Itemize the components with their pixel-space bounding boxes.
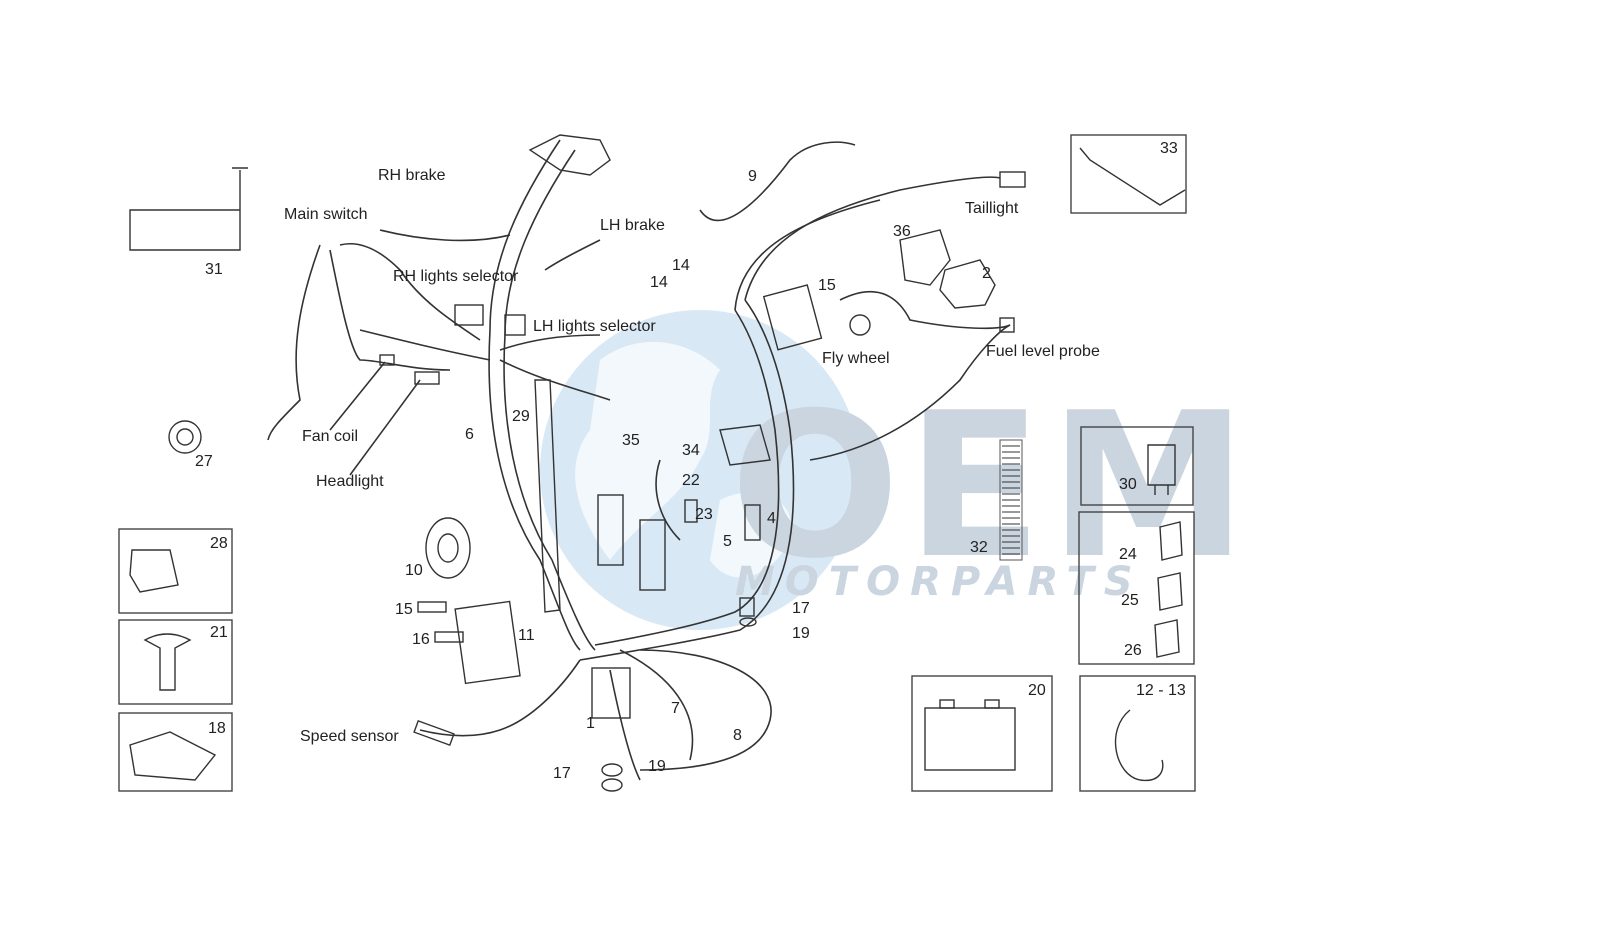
sticker-32-icon [999, 439, 1023, 561]
main-harness [267, 139, 1011, 781]
speed-sensor-icon [413, 719, 455, 747]
callout-18: 18 [208, 720, 226, 737]
fuse-24-icon [1159, 521, 1183, 561]
fuse-26-icon [1154, 619, 1180, 658]
component-1-icon [591, 667, 631, 719]
callout-36: 36 [893, 223, 911, 240]
callout-35: 35 [622, 432, 640, 449]
callout-34: 34 [682, 442, 700, 459]
box-12-13 [1079, 675, 1196, 792]
callout-7: 7 [671, 700, 680, 717]
callout-4: 4 [767, 510, 776, 527]
watermark: OEM MOTORPARTS [540, 310, 1254, 630]
diode-4-icon [744, 504, 761, 541]
fuel-probe-connector-icon [999, 317, 1015, 333]
voltage-regulator-11-icon [454, 600, 521, 685]
watermark-subtitle: MOTORPARTS [735, 559, 1143, 605]
callout-5: 5 [723, 533, 732, 550]
taillight-connector-icon [999, 171, 1026, 188]
clip-18-icon [129, 731, 217, 781]
label-headlight: Headlight [316, 473, 384, 490]
battery-20-icon [924, 707, 1016, 771]
relay-30-icon [1147, 444, 1176, 495]
plate-29-icon [534, 379, 561, 613]
callout-17a: 17 [792, 600, 810, 617]
cable-33-icon [1079, 147, 1186, 206]
callout-16: 16 [412, 631, 430, 648]
callout-26: 26 [1124, 642, 1142, 659]
callout-19b: 19 [648, 758, 666, 775]
callout-22: 22 [682, 472, 700, 489]
callout-29: 29 [512, 408, 530, 425]
gasket-36-icon [899, 229, 951, 286]
headlight-connector-icon [414, 371, 440, 385]
label-lh-lights-selector: LH lights selector [533, 318, 656, 335]
box-18 [118, 712, 233, 792]
bolt-16-icon [434, 631, 464, 643]
ignition-coil-2-icon [939, 259, 996, 309]
relay-28-icon [129, 549, 179, 593]
callout-9: 9 [748, 168, 757, 185]
callout-25: 25 [1121, 592, 1139, 609]
label-taillight: Taillight [965, 200, 1019, 217]
label-rh-lights-selector: RH lights selector [393, 268, 519, 285]
watermark-globe-icon [540, 310, 860, 630]
label-rh-brake: RH brake [378, 167, 446, 184]
callout-20: 20 [1028, 682, 1046, 699]
callout-14b: 14 [650, 274, 668, 291]
horn-10-icon [425, 517, 471, 579]
label-speed-sensor: Speed sensor [300, 728, 399, 745]
callout-17b: 17 [553, 765, 571, 782]
callout-33: 33 [1160, 140, 1178, 157]
box-28 [118, 528, 233, 614]
cable-tie-12-13-icon [1114, 709, 1164, 782]
lh-lights-selector-icon [504, 314, 526, 336]
watermark-continent-shape [575, 341, 720, 560]
screw-21-icon [143, 633, 192, 691]
bolt-15-icon [417, 601, 447, 613]
bracket-31-icon [129, 167, 248, 251]
callout-30: 30 [1119, 476, 1137, 493]
callout-6: 6 [465, 426, 474, 443]
label-fan-coil: Fan coil [302, 428, 358, 445]
callout-15b: 15 [395, 601, 413, 618]
label-fly-wheel: Fly wheel [822, 350, 890, 367]
socket-27-icon [168, 420, 202, 454]
label-lh-brake: LH brake [600, 217, 665, 234]
callout-28: 28 [210, 535, 228, 552]
watermark-brand: OEM [730, 370, 1254, 603]
callout-14a: 14 [672, 257, 690, 274]
callout-21: 21 [210, 624, 228, 641]
callout-31: 31 [205, 261, 223, 278]
box-20 [911, 675, 1053, 792]
hv-coil-34-icon [719, 424, 771, 466]
callout-10: 10 [405, 562, 423, 579]
callout-15a: 15 [818, 277, 836, 294]
box-30 [1080, 426, 1194, 506]
rh-lights-selector-icon [454, 304, 484, 326]
handlebar-switch-icon [528, 134, 611, 176]
parts-artwork [129, 134, 1186, 792]
callout-27: 27 [195, 453, 213, 470]
callout-12-13: 12 - 13 [1136, 682, 1186, 699]
callout-32: 32 [970, 539, 988, 556]
callout-24: 24 [1119, 546, 1137, 563]
callout-23: 23 [695, 506, 713, 523]
flywheel-pickup-icon [849, 314, 871, 336]
box-24-26 [1078, 511, 1195, 665]
box-21 [118, 619, 233, 705]
label-main-switch: Main switch [284, 206, 368, 223]
callout-11: 11 [518, 627, 535, 644]
fuse-25-icon [1157, 572, 1183, 611]
fan-coil-connector-icon [379, 354, 395, 366]
callout-1: 1 [586, 715, 595, 732]
relay-box-icon [762, 284, 823, 351]
callout-2: 2 [982, 265, 991, 282]
label-fuel-level-probe: Fuel level probe [986, 343, 1100, 360]
box-33 [1070, 134, 1187, 214]
callout-19a: 19 [792, 625, 810, 642]
callout-8: 8 [733, 727, 742, 744]
